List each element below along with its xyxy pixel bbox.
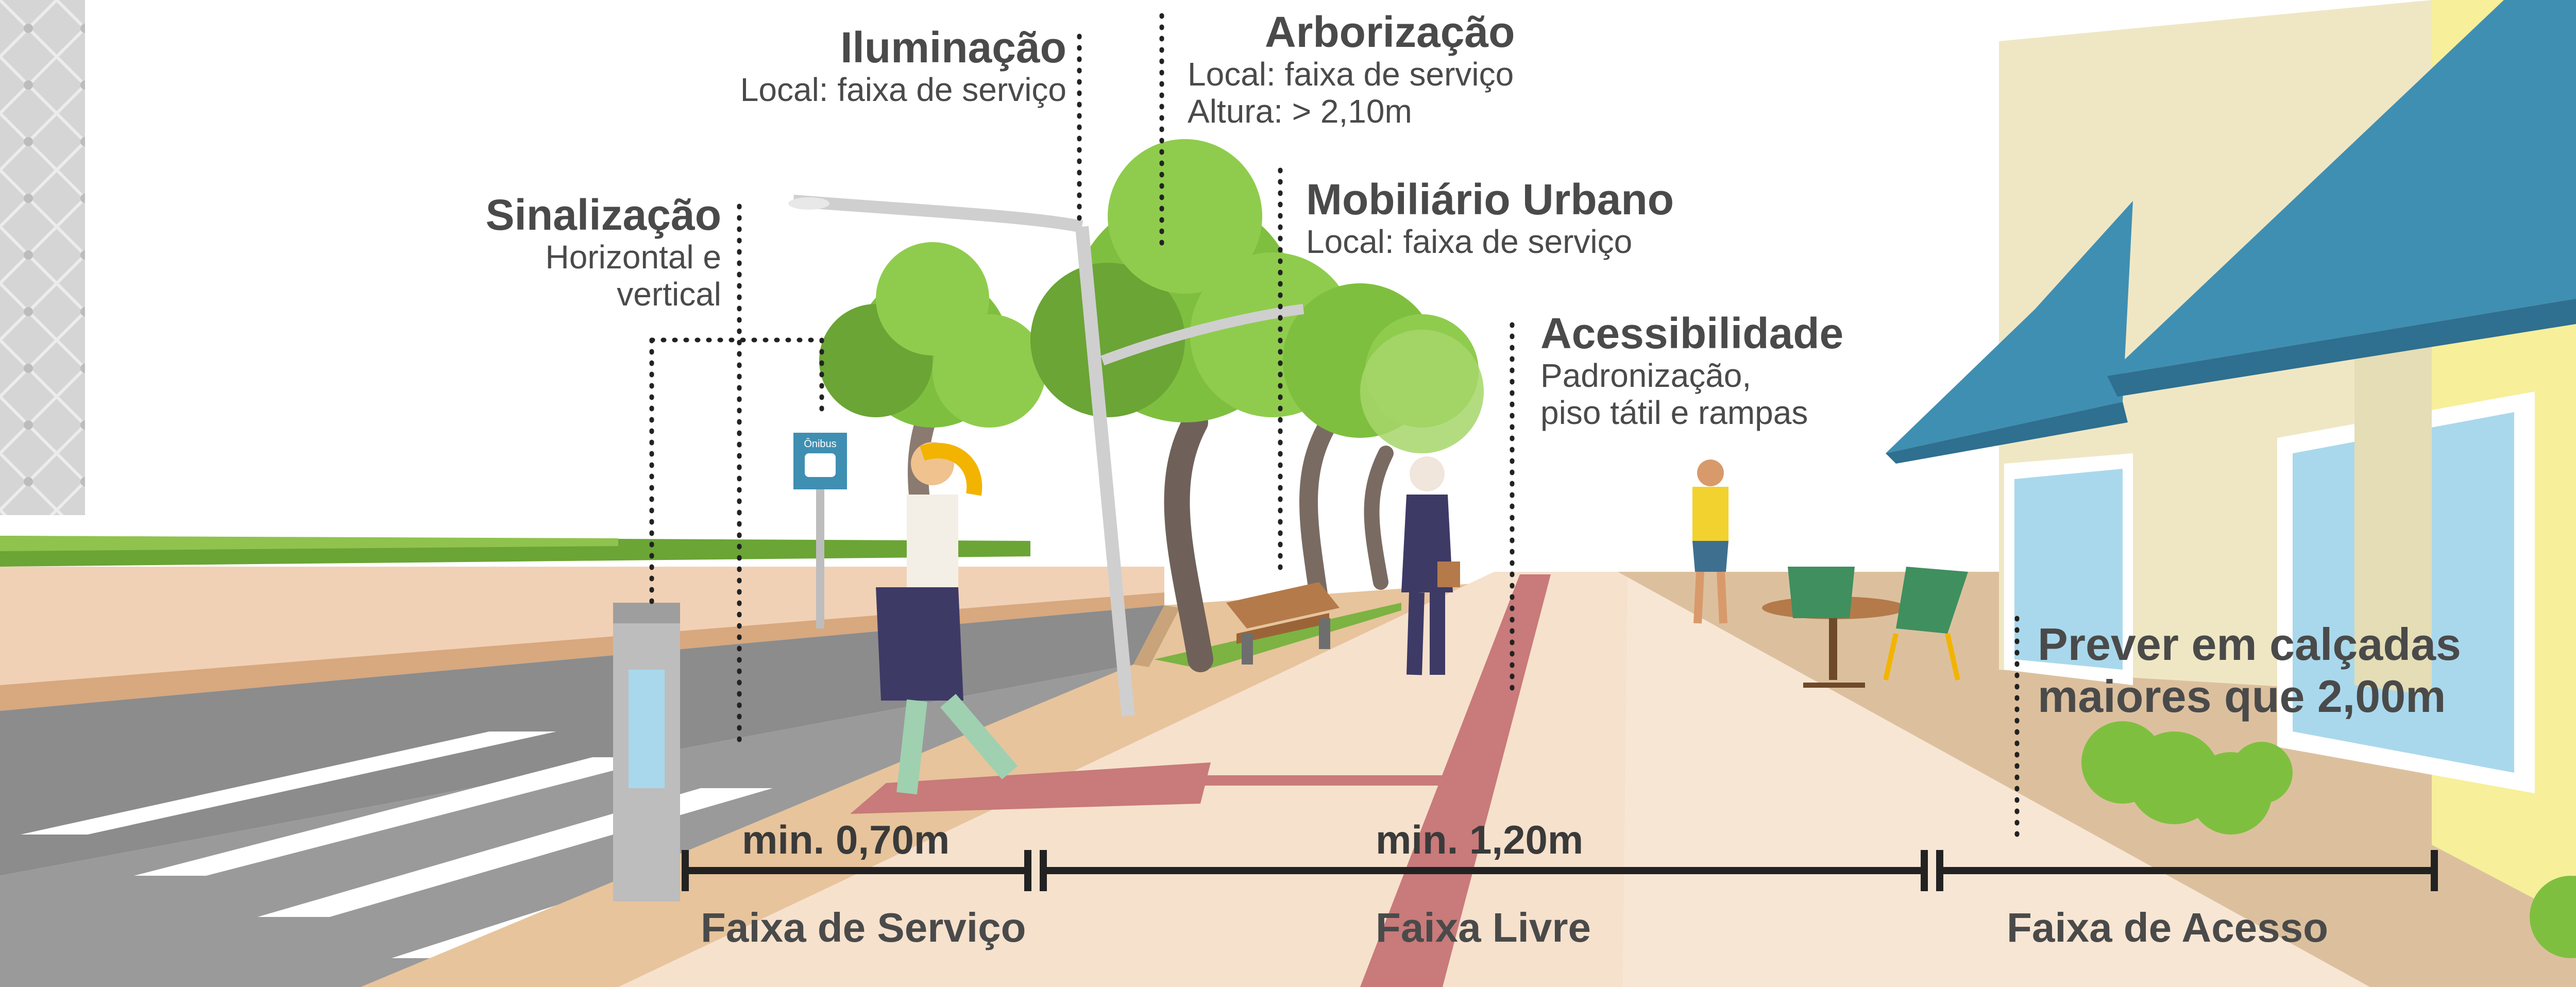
back-sidewalk — [0, 567, 1164, 685]
pedestrian-icon — [1401, 456, 1460, 675]
label-acessibilidade: Acessibilidade Padronização, piso tátil … — [1540, 309, 1843, 431]
pedestrian-icon — [1692, 460, 1728, 624]
measure-service-lane: min. 0,70m — [742, 817, 950, 862]
bus-stop-sign-icon: Ônibus — [793, 433, 847, 628]
awning-icon — [1886, 0, 2576, 464]
bench-icon — [1226, 582, 1340, 665]
bus-sign-text: Ônibus — [804, 438, 836, 450]
signage-totem — [613, 603, 680, 901]
label-sinalizacao-title: Sinalização — [485, 191, 721, 239]
zone-label-servico: Faixa de Serviço — [701, 905, 1026, 950]
tactile-paving-line — [1360, 574, 1551, 987]
label-acessibilidade-title: Acessibilidade — [1540, 309, 1844, 358]
label-arborizacao-detail-1: Local: faixa de serviço — [1188, 56, 1514, 93]
shrub-icon — [2081, 721, 2576, 958]
street-lamp-icon — [788, 195, 1304, 717]
label-iluminacao-detail: Local: faixa de serviço — [740, 71, 1066, 109]
label-acessibilidade-detail-1: Padronização, — [1540, 357, 1752, 395]
measure-free-lane: min. 1,20m — [1376, 817, 1584, 862]
road — [0, 605, 1164, 876]
label-mobiliario-title: Mobiliário Urbano — [1306, 175, 1674, 224]
chair-icon — [1788, 567, 1968, 681]
access-lane-note-line-1: Prever em calçadas — [2038, 619, 2461, 670]
label-iluminacao: Iluminação Local: faixa de serviço — [670, 23, 1066, 109]
leader-lines — [649, 13, 2020, 847]
label-acessibilidade-detail-2: piso tátil e rampas — [1540, 394, 1808, 431]
zone-label-livre: Faixa Livre — [1376, 905, 1591, 950]
label-mobiliario: Mobiliário Urbano Local: faixa de serviç… — [1306, 175, 1674, 261]
label-arborizacao-detail-2: Altura: > 2,10m — [1188, 92, 1412, 130]
access-lane-note-line-2: maiores que 2,00m — [2038, 671, 2446, 722]
label-arborizacao-title: Arborização — [1265, 8, 1515, 56]
zone-label-acesso: Faixa de Acesso — [2007, 905, 2329, 950]
label-sinalizacao-detail-2: vertical — [617, 275, 721, 313]
tree-icon — [819, 139, 1484, 672]
lattice-wall — [0, 0, 85, 515]
planter-strip — [1154, 603, 1401, 670]
label-sinalizacao-detail-1: Horizontal e — [545, 239, 722, 276]
tactile-paving-crossing — [850, 762, 1211, 814]
dimension-bars — [682, 850, 2438, 891]
label-arborizacao: Arborização Local: faixa de serviço Altu… — [1188, 8, 1515, 130]
label-mobiliario-detail: Local: faixa de serviço — [1306, 223, 1633, 261]
access-lane-note: Prever em calçadas maiores que 2,00m — [2038, 618, 2461, 722]
pedestrian-icon — [876, 442, 1018, 795]
label-iluminacao-title: Iluminação — [840, 23, 1066, 72]
label-sinalizacao: Sinalização Horizontal e vertical — [361, 191, 721, 313]
